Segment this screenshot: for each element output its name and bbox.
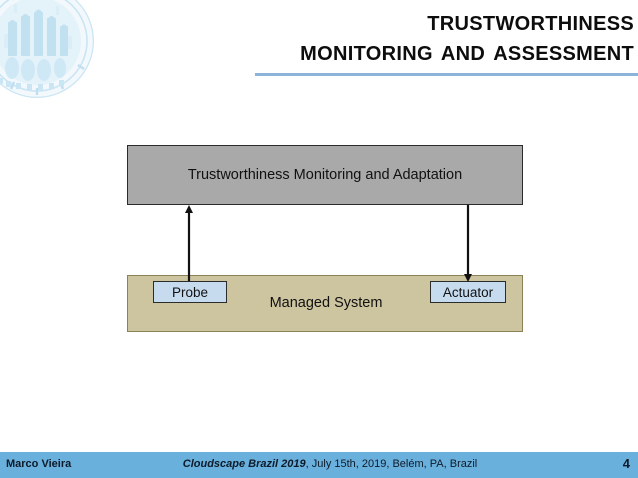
footer-conference-details: , July 15th, 2019, Belém, PA, Brazil [305,458,478,470]
slide-footer: Marco Vieira Cloudscape Brazil 2019, Jul… [0,452,638,478]
actuator-box: Actuator [430,281,506,303]
probe-label: Probe [171,284,209,300]
probe-box: Probe [153,281,227,303]
footer-conference-name: Cloudscape Brazil 2019 [182,458,306,470]
title-line-1: Trustworthiness [427,5,634,36]
title-line-2: Monitoring and Assessment [300,35,634,67]
actuator-label: Actuator [442,284,494,300]
architecture-diagram: Trustworthiness Monitoring and Adaptatio… [127,145,523,332]
managed-system-label: Managed System [269,295,383,311]
footer-conference-info: Cloudscape Brazil 2019, July 15th, 2019,… [0,458,638,470]
probe-to-monitor-arrow [185,205,193,281]
footer-presenter-name: Marco Vieira [6,458,72,470]
footer-page-number: 4 [622,456,630,471]
monitor-to-actuator-arrow [464,205,472,282]
monitoring-adaptation-label: Trustworthiness Monitoring and Adaptatio… [187,167,463,183]
monitoring-adaptation-box: Trustworthiness Monitoring and Adaptatio… [127,145,523,205]
title-underline-rule [255,73,638,76]
slide-title: Trustworthiness Monitoring and Assessmen… [60,6,634,66]
